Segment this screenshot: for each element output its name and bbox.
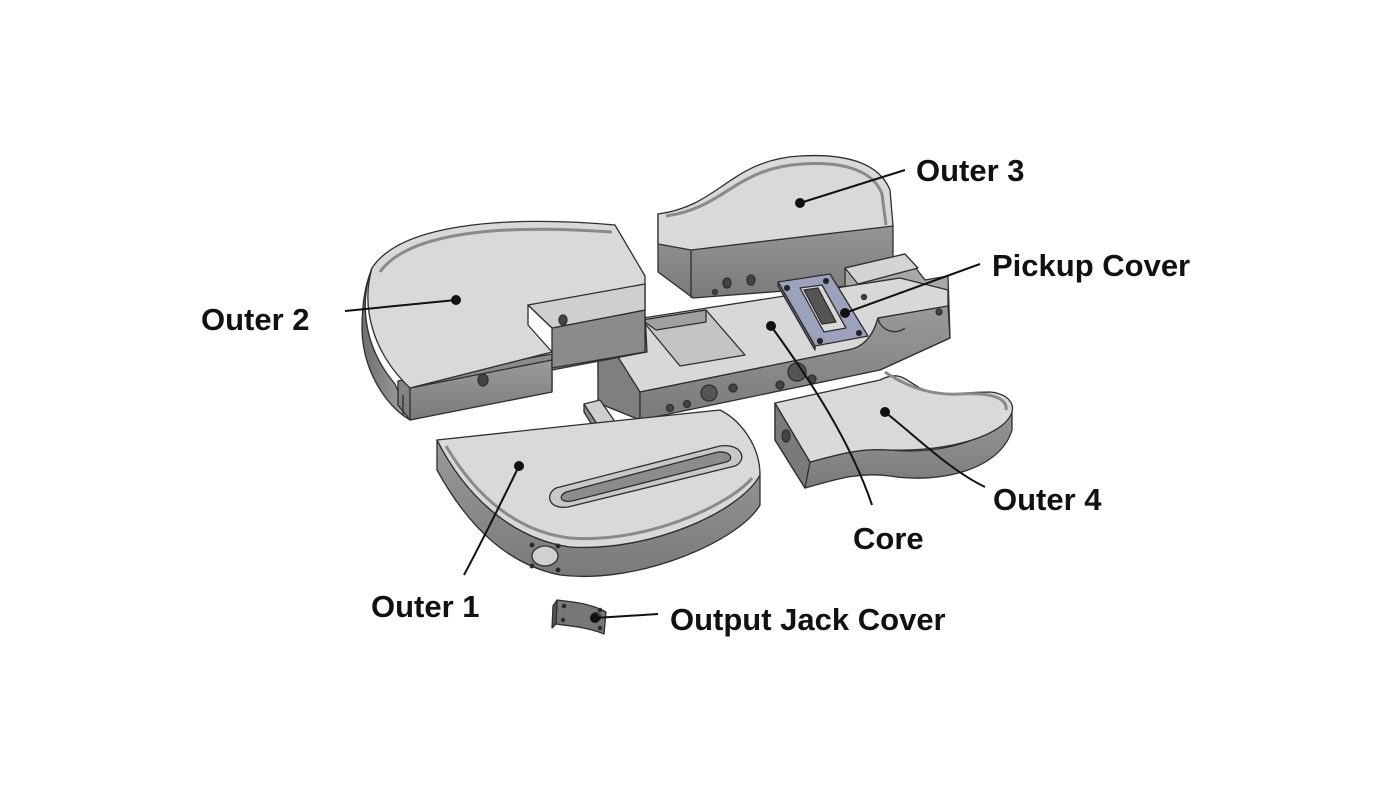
label-outer-4: Outer 4 <box>993 482 1102 517</box>
leader-dot-outer-3 <box>795 198 805 208</box>
outer-1-part <box>436 399 761 577</box>
leader-dot-outer-4 <box>880 407 890 417</box>
label-pickup-cover: Pickup Cover <box>992 248 1191 283</box>
leader-dot-outer-1 <box>514 461 524 471</box>
leader-outer-4 <box>884 411 986 488</box>
leader-dot-output-jack-cover <box>590 613 600 623</box>
leader-outer-2 <box>344 299 457 312</box>
output-jack-cover-part <box>551 599 607 635</box>
label-core: Core <box>853 521 924 556</box>
label-outer-1: Outer 1 <box>371 589 480 624</box>
leader-dot-pickup-cover <box>840 308 850 318</box>
label-outer-3: Outer 3 <box>916 153 1025 188</box>
leader-dot-outer-2 <box>451 295 461 305</box>
leader-pickup-cover <box>844 263 981 314</box>
leader-output-jack-cover <box>594 613 659 619</box>
leader-lines <box>344 169 986 623</box>
leader-outer-3 <box>799 169 906 204</box>
leader-dot-core <box>766 321 776 331</box>
pickup-cover-part <box>777 273 869 351</box>
outer-3-part <box>657 154 901 299</box>
leader-outer-1 <box>463 465 520 576</box>
label-output-jack-cover: Output Jack Cover <box>670 602 946 637</box>
outer-4-part <box>774 370 1014 489</box>
label-outer-2: Outer 2 <box>201 302 310 337</box>
outer-2-part <box>361 220 648 421</box>
leader-core <box>770 325 873 506</box>
